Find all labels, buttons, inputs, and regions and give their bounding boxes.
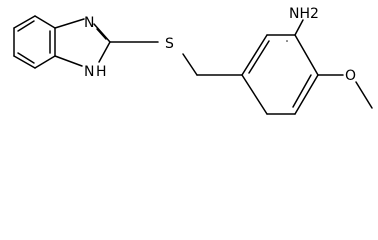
double-bond-inner (17, 52, 35, 64)
thioether-s-label: S (165, 36, 174, 52)
bond (241, 34, 268, 76)
bond (98, 41, 111, 63)
bond (294, 34, 319, 76)
double-bond-inner (17, 20, 35, 32)
bond (241, 74, 268, 115)
structure-diagram: N N H S NH2 O (13, 6, 373, 115)
amino-label: NH2 (289, 6, 319, 22)
bond (294, 74, 319, 115)
double-bond-inner (292, 74, 312, 108)
bond (54, 55, 83, 67)
thioether-linker (109, 41, 243, 76)
bond (182, 53, 198, 76)
amino-bond (294, 19, 304, 36)
imidazole-nh-n-label: N (84, 64, 94, 80)
bond (93, 23, 111, 43)
molecule-canvas: N N H S NH2 O (0, 0, 378, 117)
bond (54, 18, 85, 29)
imidazole-nh-h-label: H (96, 64, 107, 80)
aniline-ring (241, 34, 319, 115)
imidazole-ring (54, 18, 111, 67)
bond (13, 55, 36, 69)
methoxy-group (317, 74, 373, 109)
bond (34, 15, 56, 29)
bond (34, 55, 56, 69)
benzo-ring (13, 15, 56, 69)
methoxy-o-label: O (345, 68, 356, 84)
double-bond-inner (248, 40, 270, 74)
imidazole-n-label: N (84, 15, 94, 31)
bond (13, 15, 36, 29)
bond (355, 81, 373, 109)
double-bond-inner (96, 28, 107, 40)
